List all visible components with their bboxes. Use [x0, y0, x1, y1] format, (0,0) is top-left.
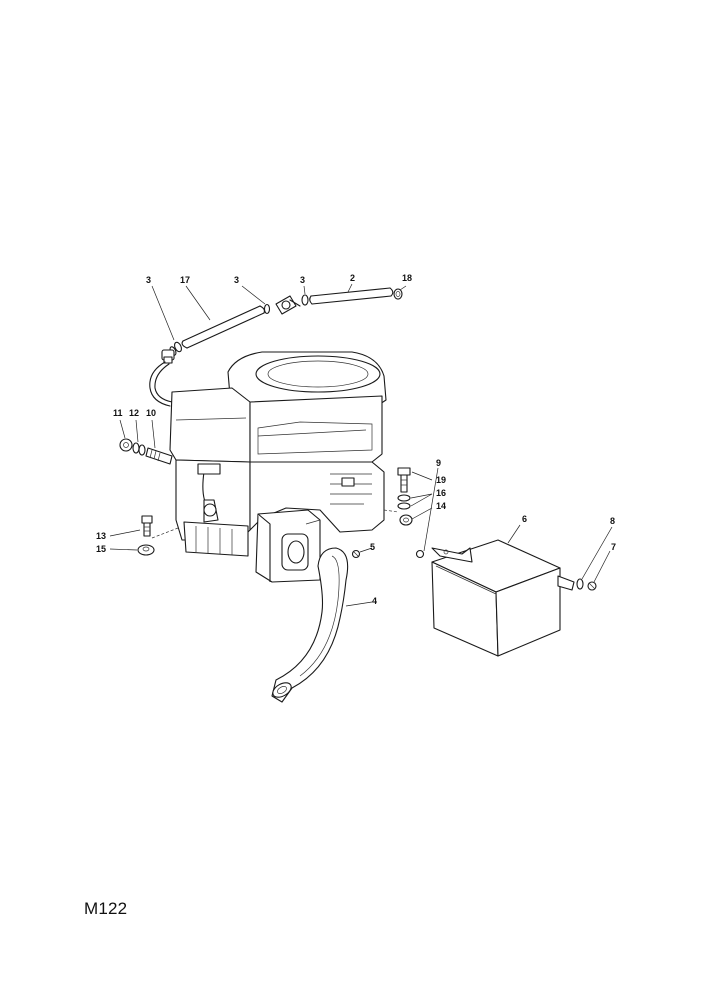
callout-labels: 3 17 3 3 2 18 11 12 10 19 16 14 9 6 8 7 … [96, 273, 616, 606]
battery-box [431, 539, 575, 657]
callout-9: 9 [436, 458, 441, 468]
exhaust-pipe [271, 547, 349, 703]
callout-18: 18 [402, 273, 412, 283]
callout-17: 17 [180, 275, 190, 285]
callout-5: 5 [370, 542, 375, 552]
callout-19: 19 [436, 475, 446, 485]
callout-4: 4 [372, 596, 377, 606]
fuel-line-assembly [149, 287, 403, 407]
callout-3: 3 [300, 275, 305, 285]
callout-14: 14 [436, 501, 446, 511]
callout-12: 12 [129, 408, 139, 418]
callout-3: 3 [234, 275, 239, 285]
callout-11: 11 [113, 408, 123, 418]
leader-lines [109, 283, 613, 607]
callout-6: 6 [522, 514, 527, 524]
callout-15: 15 [96, 544, 106, 554]
callout-8: 8 [610, 516, 615, 526]
callout-7: 7 [611, 542, 616, 552]
callout-16: 16 [436, 488, 446, 498]
fasteners [119, 438, 597, 591]
callout-3: 3 [146, 275, 151, 285]
callout-13: 13 [96, 531, 106, 541]
callout-2: 2 [350, 273, 355, 283]
diagram-code: M122 [84, 899, 128, 918]
engine-block [169, 351, 387, 583]
callout-10: 10 [146, 408, 156, 418]
